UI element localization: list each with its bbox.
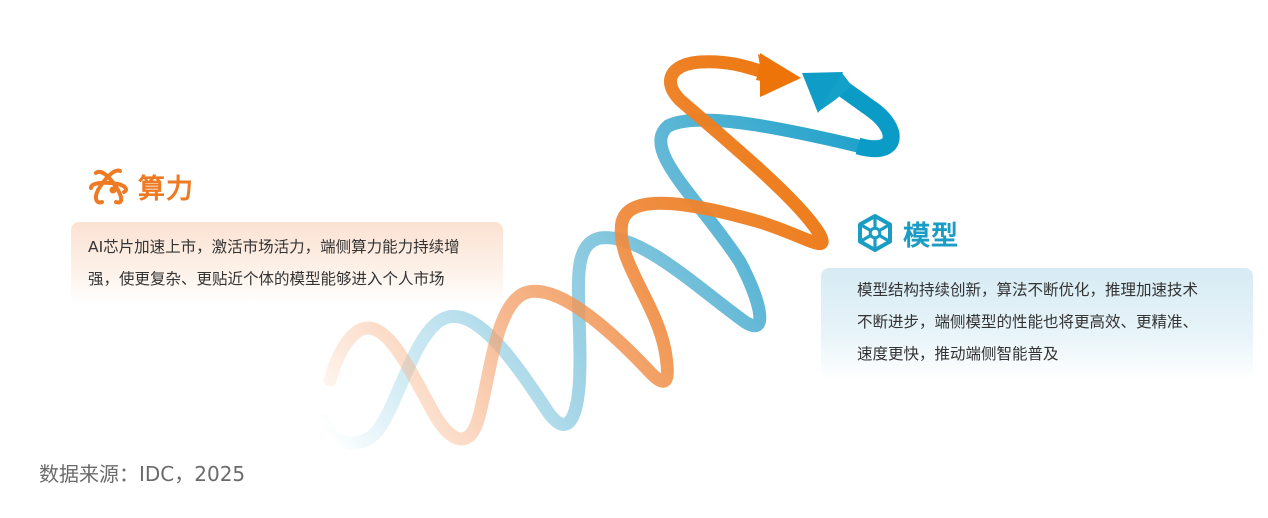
data-source-note: 数据来源：IDC，2025: [39, 462, 246, 486]
compute-description-line: AI芯片加速上市，激活市场活力，端侧算力能力持续增: [88, 238, 460, 256]
atom-icon: [88, 166, 130, 206]
hexagon-cube-icon: [855, 213, 895, 253]
model-ribbon: [315, 72, 900, 450]
compute-description-line: 强，使更复杂、更贴近个体的模型能够进入个人市场: [88, 270, 445, 288]
compute-heading: 算力: [88, 166, 194, 206]
model-description-line: 速度更快，推动端侧智能普及: [857, 345, 1059, 363]
model-heading: 模型: [855, 213, 959, 253]
model-description-line: 不断进步，端侧模型的性能也将更高效、更精准、: [857, 313, 1199, 331]
compute-ribbon: [323, 53, 829, 446]
compute-title: 算力: [138, 173, 194, 205]
model-description-card: 模型结构持续创新，算法不断优化，推理加速技术 不断进步，端侧模型的性能也将更高效…: [821, 268, 1253, 380]
model-title: 模型: [903, 220, 959, 252]
model-description-line: 模型结构持续创新，算法不断优化，推理加速技术: [857, 281, 1199, 299]
compute-description-card: AI芯片加速上市，激活市场活力，端侧算力能力持续增 强，使更复杂、更贴近个体的模…: [71, 222, 503, 304]
